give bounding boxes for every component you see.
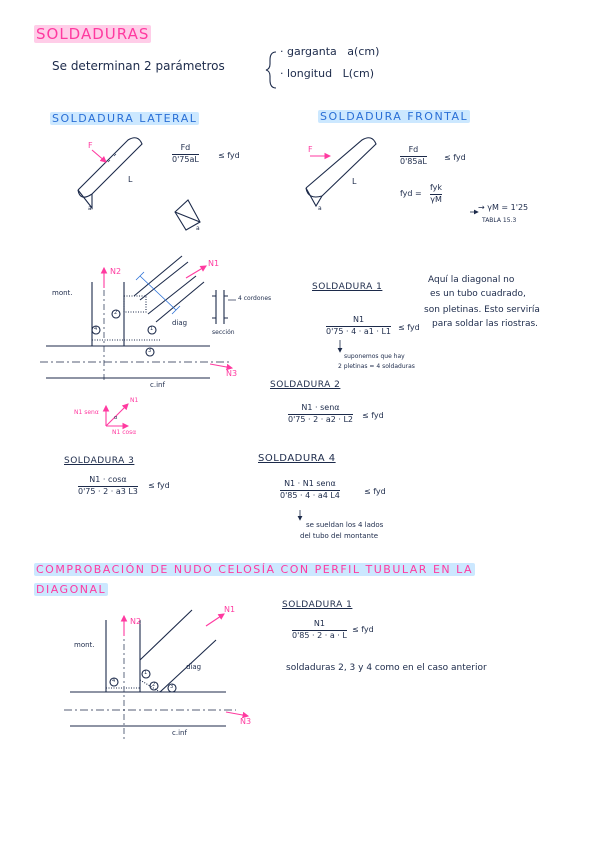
vec-alpha: α <box>114 415 118 421</box>
node1-n4: 4 <box>94 326 98 332</box>
node1-seccion: sección <box>212 329 235 336</box>
node2-diag: diag <box>186 663 202 671</box>
weld4-sub1: se sueldan los 4 lados <box>306 521 384 529</box>
weld1-note3: son pletinas. Esto serviría <box>424 305 540 315</box>
weld4-sub2: del tubo del montante <box>300 532 379 540</box>
section2-heading2: DIAGONAL <box>34 583 109 596</box>
node2-drawing <box>64 609 236 740</box>
node2-n4: 4 <box>112 678 116 684</box>
page-title: SOLDADURAS <box>34 25 152 43</box>
node1-mont: mont. <box>52 289 73 297</box>
gamma-value: → γM = 1'25 <box>478 203 529 212</box>
vec-N1sen: N1 senα <box>74 409 99 416</box>
weld1-sub2: 2 pletinas = 4 soldaduras <box>338 363 415 370</box>
intro-param1: · garganta a(cm) <box>280 45 380 58</box>
section2-weld-heading: SOLDADURA 1 <box>282 600 353 610</box>
frontal-label-L: L <box>352 177 357 186</box>
weld2-rhs: ≤ fyd <box>362 411 384 420</box>
weld1-note2: es un tubo cuadrado, <box>430 289 526 299</box>
intro-param2: · longitud L(cm) <box>280 67 375 80</box>
weld3-heading: SOLDADURA 3 <box>64 456 135 466</box>
node1-diag: diag <box>172 319 188 327</box>
force-vectors <box>102 403 130 430</box>
section2-note: soldaduras 2, 3 y 4 como en el caso ante… <box>286 663 487 673</box>
node2-cinf: c.inf <box>172 729 187 737</box>
node1-N3 <box>209 363 234 371</box>
intro-brace <box>265 51 277 89</box>
lateral-heading: SOLDADURA LATERAL <box>50 112 200 125</box>
intro-lead: Se determinan 2 parámetros <box>52 59 225 73</box>
lateral-label-F: F <box>88 141 93 150</box>
weld4-rhs: ≤ fyd <box>364 487 386 496</box>
node2-mont: mont. <box>74 641 95 649</box>
weld1-rhs: ≤ fyd <box>398 323 420 332</box>
node2-n2: 2 <box>152 682 156 688</box>
node2-label-N2: N2 <box>130 617 142 626</box>
vec-N1cos: N1 cosα <box>112 429 137 436</box>
node1-label-N3: N3 <box>226 369 238 378</box>
node2-label-N3: N3 <box>240 717 252 726</box>
lateral-force-arrow <box>91 149 107 163</box>
node1-label-N1: N1 <box>208 259 220 268</box>
lateral-label-a2: a <box>196 225 200 232</box>
weld1-heading: SOLDADURA 1 <box>312 282 383 292</box>
frontal-heading: SOLDADURA FRONTAL <box>318 110 471 123</box>
weld1-note1: Aquí la diagonal no <box>428 275 515 285</box>
weld1-note4: para soldar las riostras. <box>432 319 539 329</box>
lateral-section-sketch <box>174 199 201 231</box>
node1-cordones: 4 cordones <box>238 295 272 302</box>
lateral-rhs: ≤ fyd <box>218 151 240 160</box>
tabla-ref: TABLA 15.3 <box>482 217 517 224</box>
lateral-label-a: a <box>88 205 92 212</box>
frontal-label-a: a <box>318 205 322 212</box>
fyd-lhs: fyd = <box>400 189 422 198</box>
node1-label-N2: N2 <box>110 267 122 276</box>
node2-label-N1: N1 <box>224 605 236 614</box>
section2-heading1: COMPROBACIÓN DE NUDO CELOSÍA CON PERFIL … <box>34 563 476 576</box>
node1-drawing <box>40 255 230 380</box>
node1-n1: 1 <box>150 326 154 332</box>
node2-N3 <box>225 711 250 719</box>
weld4-heading: SOLDADURA 4 <box>258 453 336 464</box>
weld3-rhs: ≤ fyd <box>148 481 170 490</box>
section2-rhs: ≤ fyd <box>352 625 374 634</box>
lateral-label-L: L <box>128 175 133 184</box>
frontal-label-F: F <box>308 145 313 154</box>
lateral-weld-sketch <box>77 137 143 210</box>
vec-N1: N1 <box>130 397 139 404</box>
weld1-sub1: suponemos que hay <box>344 353 405 360</box>
node1-n3: 3 <box>148 348 152 354</box>
frontal-rhs: ≤ fyd <box>444 153 466 162</box>
frontal-weld-sketch <box>305 137 377 208</box>
node1-cinf: c.inf <box>150 381 165 389</box>
node2-n3: 3 <box>170 684 174 690</box>
weld2-heading: SOLDADURA 2 <box>270 380 341 390</box>
node2-n1: 1 <box>144 670 148 676</box>
node2-N1 <box>205 613 225 627</box>
node1-n2: 2 <box>114 310 118 316</box>
node1-N1 <box>185 265 207 279</box>
